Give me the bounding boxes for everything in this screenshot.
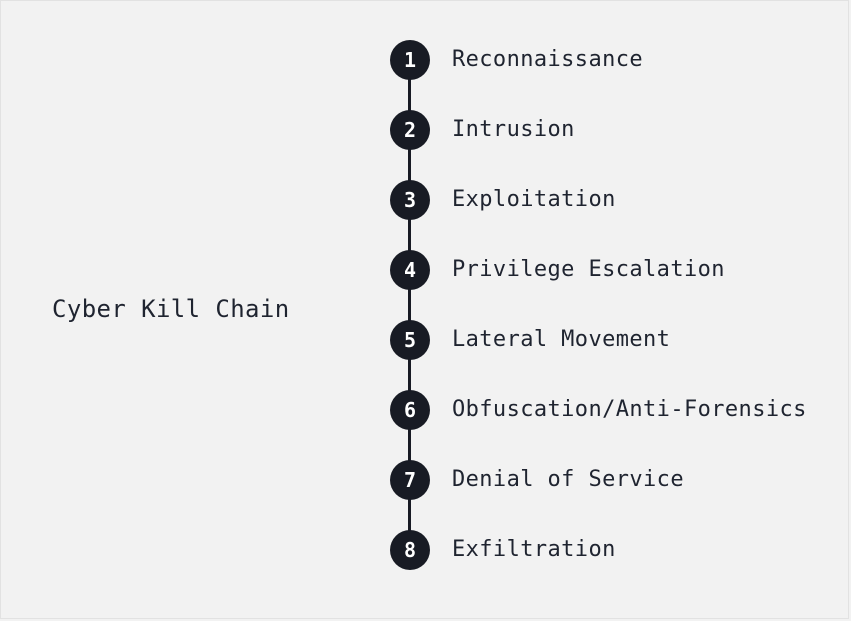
step-7: 7 Denial of Service (390, 460, 684, 500)
step-1: 1 Reconnaissance (390, 40, 643, 80)
step-label: Intrusion (452, 117, 575, 142)
step-2: 2 Intrusion (390, 110, 575, 150)
step-label: Privilege Escalation (452, 257, 725, 282)
step-number-badge: 4 (390, 250, 430, 290)
step-number-badge: 1 (390, 40, 430, 80)
step-6: 6 Obfuscation/Anti-Forensics (390, 390, 807, 430)
diagram-title: Cyber Kill Chain (52, 295, 290, 323)
step-8: 8 Exfiltration (390, 530, 616, 570)
step-number-badge: 6 (390, 390, 430, 430)
step-label: Obfuscation/Anti-Forensics (452, 397, 807, 422)
step-label: Exploitation (452, 187, 616, 212)
step-number-badge: 5 (390, 320, 430, 360)
timeline-connector (408, 60, 411, 550)
step-3: 3 Exploitation (390, 180, 616, 220)
step-number-badge: 8 (390, 530, 430, 570)
step-number-badge: 2 (390, 110, 430, 150)
step-number-badge: 7 (390, 460, 430, 500)
step-4: 4 Privilege Escalation (390, 250, 725, 290)
step-5: 5 Lateral Movement (390, 320, 670, 360)
step-label: Lateral Movement (452, 327, 671, 352)
step-number-badge: 3 (390, 180, 430, 220)
step-label: Reconnaissance (452, 47, 644, 72)
step-label: Denial of Service (452, 467, 684, 492)
step-label: Exfiltration (452, 537, 616, 562)
